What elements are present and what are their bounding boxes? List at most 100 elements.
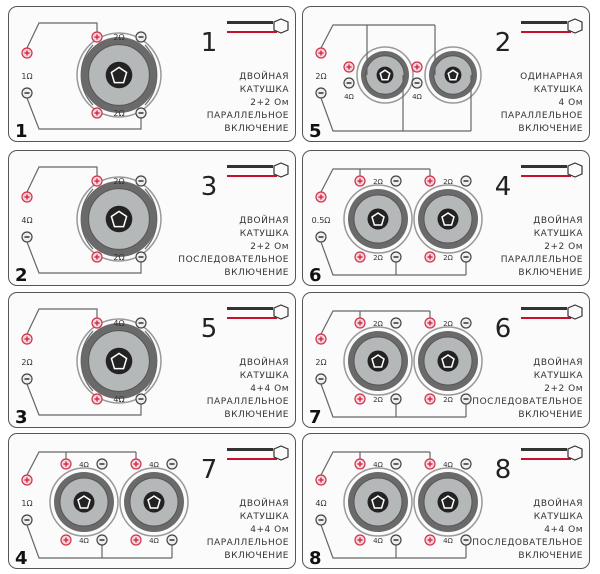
description-line: ПОСЛЕДОВАТЕЛЬНОЕ (472, 397, 583, 407)
description-line: ВКЛЮЧЕНИЕ (224, 124, 289, 134)
coil-impedance-label: 2Ω (113, 33, 124, 42)
coil-impedance-label: 4Ω (344, 93, 354, 101)
logo-bar (521, 21, 567, 24)
corner-number: 2 (15, 265, 28, 286)
speaker-dustcap-icon (105, 61, 133, 89)
logo-underline (521, 31, 571, 33)
speaker-logo-icon (441, 495, 455, 509)
speaker-dustcap-icon (143, 491, 165, 513)
positive-wire (320, 24, 436, 75)
amp-impedance-label: 4Ω (21, 216, 32, 225)
coil-impedance-label: 2Ω (113, 253, 124, 262)
scheme-number: 4 (495, 172, 512, 202)
ural-logo (521, 304, 583, 320)
negative-wire (26, 241, 142, 274)
logo-hexagon-icon (273, 18, 289, 34)
speaker-logo-icon (110, 352, 128, 370)
description-line: ПАРАЛЛЕЛЬНОЕ (207, 397, 289, 407)
amp-impedance-label: 1Ω (21, 72, 32, 81)
description-line: КАТУШКА (240, 371, 290, 381)
speaker-dustcap-icon (437, 350, 459, 372)
amp-impedance-label: 0.5Ω (312, 216, 331, 225)
description-line: КАТУШКА (240, 229, 290, 239)
speaker-logo-icon (77, 495, 91, 509)
speaker-frame (424, 46, 482, 104)
scheme-number: 1 (201, 28, 218, 58)
amp-impedance-label: 2Ω (315, 72, 326, 81)
positive-wire (26, 308, 98, 335)
description-line: ДВОЙНАЯ (533, 214, 583, 226)
scheme-number: 8 (495, 455, 512, 485)
logo-underline (227, 175, 277, 177)
scheme-number: 7 (201, 455, 218, 485)
coil-impedance-label: 4Ω (79, 537, 89, 545)
negative-wire (26, 97, 142, 130)
speaker-logo-icon (447, 69, 459, 81)
description-line: ДВОЙНАЯ (239, 214, 289, 226)
logo-hexagon-icon (273, 445, 289, 461)
description-line: ВКЛЮЧЕНИЕ (518, 268, 583, 278)
speaker-logo-icon (371, 212, 385, 226)
positive-wire (26, 22, 98, 49)
speaker-dustcap-icon (437, 208, 459, 230)
description-line: ДВОЙНАЯ (239, 70, 289, 82)
coil-impedance-label: 2Ω (443, 178, 453, 186)
description-line: КАТУШКА (534, 371, 584, 381)
scheme-number: 3 (201, 172, 218, 202)
ural-logo (521, 162, 583, 178)
description-line: 2+2 Ом (250, 98, 289, 108)
corner-number: 3 (15, 407, 28, 428)
coil-impedance-label: 4Ω (149, 461, 159, 469)
coil-impedance-label: 4Ω (149, 537, 159, 545)
description-line: ВКЛЮЧЕНИЕ (224, 551, 289, 561)
coil-impedance-label: 4Ω (373, 537, 383, 545)
description-line: КАТУШКА (534, 512, 584, 522)
ural-logo (227, 445, 289, 461)
description-line: 2+2 Ом (544, 242, 583, 252)
speaker-logo-icon (371, 354, 385, 368)
corner-number: 4 (15, 548, 28, 569)
logo-underline (227, 31, 277, 33)
negative-wire (26, 383, 142, 416)
description-line: КАТУШКА (534, 85, 584, 95)
description-line: ДВОЙНАЯ (239, 497, 289, 509)
coil-impedance-label: 2Ω (113, 109, 124, 118)
description-line: КАТУШКА (240, 85, 290, 95)
ural-logo (227, 304, 289, 320)
speaker-frame (76, 32, 162, 118)
logo-underline (227, 317, 277, 319)
coil-link-wire (80, 44, 158, 106)
coil-impedance-label: 4Ω (79, 461, 89, 469)
coil-impedance-label: 2Ω (373, 320, 383, 328)
logo-underline (521, 458, 571, 460)
speaker-logo-icon (371, 495, 385, 509)
speaker-dustcap-icon (444, 66, 462, 84)
speaker-dustcap-icon (73, 491, 95, 513)
ural-logo (521, 18, 583, 34)
logo-underline (227, 458, 277, 460)
speaker-logo-icon (110, 210, 128, 228)
negative-wire (320, 75, 472, 132)
logo-bar (227, 21, 273, 24)
amp-impedance-label: 2Ω (315, 358, 326, 367)
coil-impedance-label: 4Ω (113, 395, 124, 404)
speaker-logo-icon (110, 66, 128, 84)
description-line: ПАРАЛЛЕЛЬНОЕ (207, 538, 289, 548)
corner-number: 5 (309, 121, 322, 142)
ural-logo (521, 445, 583, 461)
description-line: 2+2 Ом (250, 242, 289, 252)
coil-impedance-label: 4Ω (373, 461, 383, 469)
speaker-frame (343, 467, 413, 537)
description-line: ПОСЛЕДОВАТЕЛЬНОЕ (178, 255, 289, 265)
